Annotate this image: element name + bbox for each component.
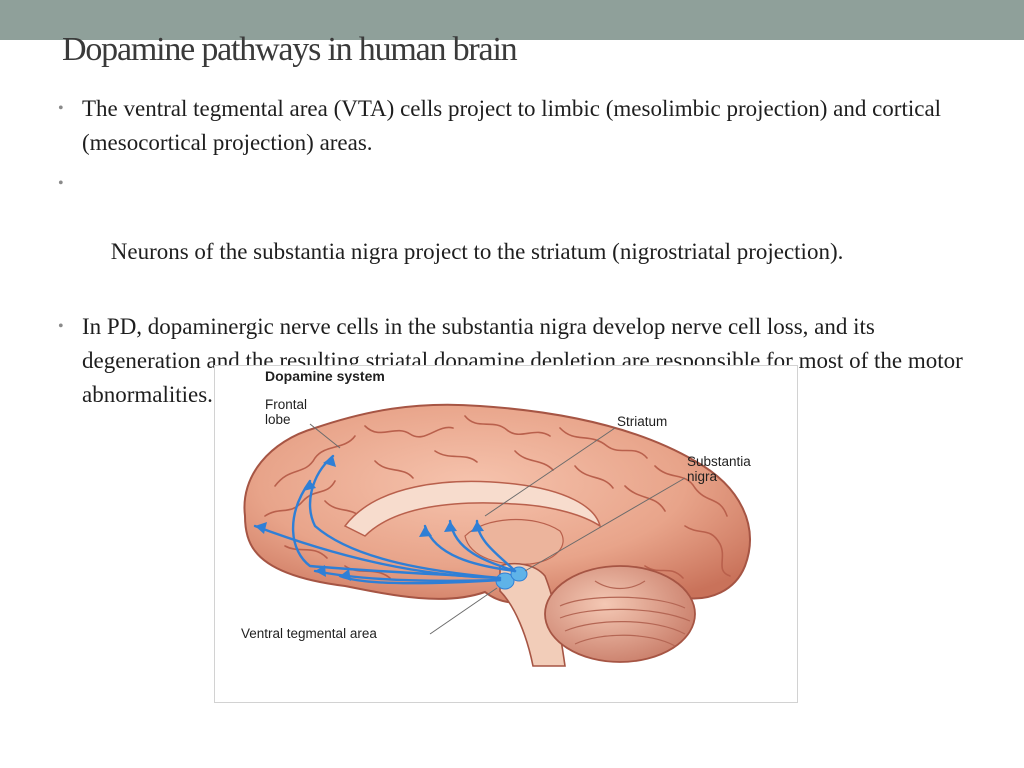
corpus-callosum (343, 480, 602, 537)
bullet-item: • Neurons of the substantia nigra projec… (58, 167, 963, 303)
bullet-marker: • (58, 318, 64, 335)
label-frontal-line2: lobe (265, 412, 291, 427)
label-frontal-line1: Frontal (265, 397, 308, 412)
bullet-item: • The ventral tegmental area (VTA) cells… (58, 92, 963, 160)
slide-title: Dopamine pathways in human brain (62, 31, 518, 68)
figure-title: Dopamine system (265, 368, 385, 384)
cerebellum-folia (559, 580, 691, 647)
bullet-text: The ventral tegmental area (VTA) cells p… (82, 96, 942, 155)
label-vta: Ventral tegmental area (241, 626, 377, 641)
brain-illustration (243, 403, 751, 667)
label-substantia-line1: Substantia (687, 454, 751, 469)
bullet-marker: • (58, 100, 64, 117)
bullet-marker: • (58, 175, 64, 192)
bullet-list: • The ventral tegmental area (VTA) cells… (58, 92, 963, 419)
label-substantia-line2: nigra (687, 469, 718, 484)
label-striatum: Striatum (617, 414, 668, 429)
bullet-text: Neurons of the substantia nigra project … (105, 239, 844, 264)
top-banner (0, 0, 1024, 40)
leader-lines (309, 423, 686, 635)
cerebellum (544, 565, 696, 663)
dopamine-system-figure: Dopamine system Frontal lobe Striatum Su… (214, 365, 798, 703)
pathway-arrowheads (255, 456, 484, 581)
thalamus (464, 518, 564, 565)
